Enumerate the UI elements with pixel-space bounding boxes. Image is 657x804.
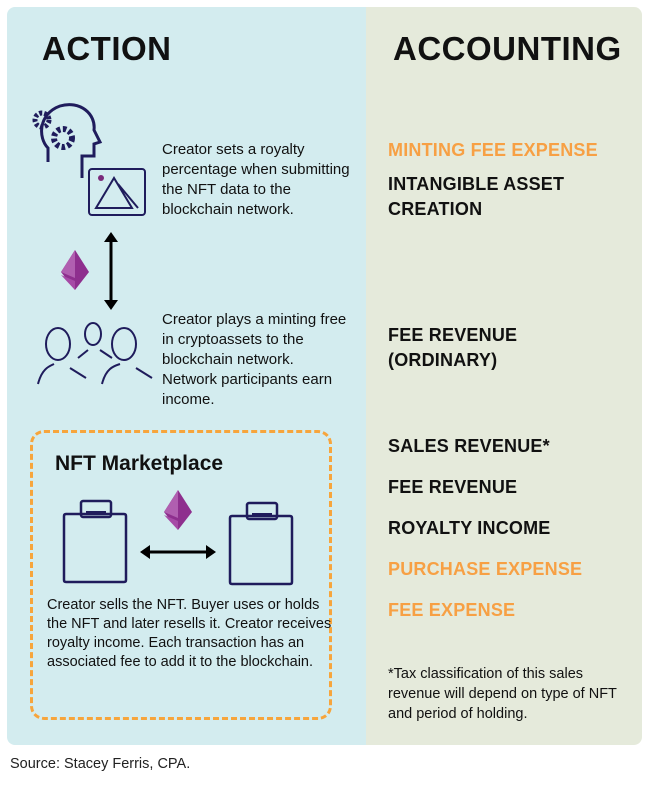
tax-footnote: *Tax classification of this sales revenu… <box>388 666 617 722</box>
step2-text: Creator plays a minting free in cryptoas… <box>162 311 347 408</box>
nft-marketplace-box <box>30 430 332 720</box>
accounting-purchase-expense: PURCHASE EXPENSE <box>388 559 583 579</box>
buyer-bag-icon <box>228 501 294 586</box>
accounting-sales-revenue: SALES REVENUE* <box>388 436 550 456</box>
accounting-minting-fee-expense: MINTING FEE EXPENSE <box>388 140 598 160</box>
seller-bag-icon <box>62 499 128 584</box>
accounting-heading: ACCOUNTING <box>393 30 622 67</box>
accounting-royalty-income: ROYALTY INCOME <box>388 518 551 538</box>
step1-text: Creator sets a royalty percentage when s… <box>162 141 350 218</box>
ethereum-icon-marketplace <box>164 490 192 530</box>
accounting-intangible-asset-creation: INTANGIBLE ASSET CREATION <box>388 174 565 219</box>
accounting-fee-revenue: FEE REVENUE <box>388 477 518 497</box>
marketplace-description: Creator sells the NFT. Buyer uses or hol… <box>47 597 332 670</box>
vertical-double-arrow-icon <box>104 232 118 310</box>
accounting-fee-expense: FEE EXPENSE <box>388 600 516 620</box>
nft-image-icon <box>88 168 146 216</box>
action-heading: ACTION <box>42 30 172 67</box>
source-credit: Source: Stacey Ferris, CPA. <box>10 756 191 772</box>
accounting-panel <box>366 7 642 745</box>
action-panel <box>7 7 366 745</box>
network-participants-icon <box>37 322 153 385</box>
head-gears-icon <box>32 103 103 178</box>
ethereum-icon <box>61 250 89 290</box>
horizontal-double-arrow-icon <box>140 545 216 559</box>
accounting-fee-revenue-ordinary: FEE REVENUE (ORDINARY) <box>388 325 518 370</box>
marketplace-title: NFT Marketplace <box>55 452 224 475</box>
